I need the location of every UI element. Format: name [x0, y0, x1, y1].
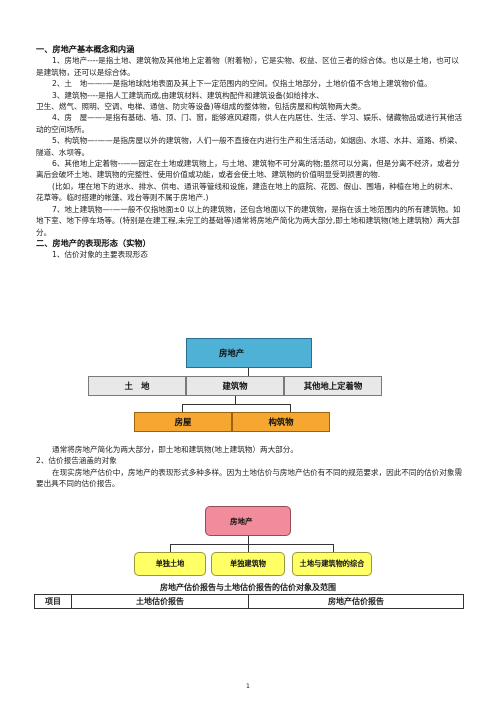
- paragraph: 1、房地产----是指土地、建筑物及其他地上定着物（附着物），它是实物、权益、区…: [36, 56, 459, 77]
- connector: [248, 544, 249, 552]
- connector: [248, 536, 249, 544]
- node-structure: 构筑物: [232, 412, 330, 432]
- connector: [333, 544, 334, 552]
- paragraph: 在现实房地产估价中，房地产的表现形式多种多样。因为土地估价与房地产估价有不同的规…: [36, 467, 463, 489]
- node-building: 建筑物: [186, 376, 284, 396]
- connector: [170, 544, 171, 552]
- node-land: 土 地: [88, 376, 186, 396]
- paragraph: 3、建筑物----是指人工建筑而成,由建筑材料、建筑构配件和建筑设备(如给排水、: [52, 90, 324, 100]
- paragraph: 通常将房地产简化为两大部分，即土地和建筑物(地上建筑物）两大部分。: [52, 445, 298, 454]
- section-2-body: 通常将房地产简化为两大部分，即土地和建筑物(地上建筑物）两大部分。 2、估价报告…: [36, 444, 464, 490]
- node-land-only: 单独土地: [134, 552, 206, 576]
- paragraph: 2、土 地——-—是指地球陆地表面及其上下一定范围内的空间。仅指土地部分，土地价…: [52, 79, 432, 89]
- report-scope-table: 项目 土地估价报告 房地产估价报告: [34, 594, 464, 609]
- paragraph: 7、地上建筑物—-—一般不仅指地面±0 以上的建筑物，还包含地面以下的建筑物，是…: [36, 204, 461, 237]
- paragraph: 卫生、燃气、照明、空调、电梯、通信、防灾等设备)等组成的整体物，包括房屋和构筑物…: [36, 102, 366, 112]
- section-1-heading: 一、房地产基本概念和内涵: [36, 44, 135, 54]
- connector: [182, 404, 290, 405]
- paragraph: 4、房 屋——-是指有基础、墙、顶、门、窗，能够遮风避雨，供人在内居住、生活、学…: [36, 113, 463, 134]
- paragraph: (比如，埋在地下的进水、排水、供电、通讯等管线和设施，建造在地上的庭院、花园、假…: [36, 181, 458, 203]
- paragraph: 5、构筑物—-——是指房屋以外的建筑物，人们一般不直接在内进行生产和生活活动，如…: [36, 136, 463, 157]
- node-root: 房地产: [205, 506, 291, 536]
- page-number: 1: [245, 682, 251, 690]
- node-house: 房屋: [134, 412, 232, 432]
- column-header: 房地产估价报告: [248, 594, 464, 609]
- connector: [170, 544, 334, 545]
- connector: [248, 368, 249, 376]
- node-land-and-building: 土地与建筑物的综合: [292, 552, 372, 576]
- column-header: 土地估价报告: [71, 594, 249, 609]
- table-header-row: 项目 土地估价报告 房地产估价报告: [34, 594, 464, 609]
- section-2-heading: 二、房地产的表现形态（实物）: [36, 237, 151, 248]
- subheading: 2、估价报告涵盖的对象: [36, 456, 117, 466]
- subheading: 1、估价对象的主要表现形态: [52, 250, 148, 260]
- node-other-fixtures: 其他地上定着物: [284, 376, 382, 396]
- node-root: 房地产: [186, 338, 312, 368]
- section-1: 一、房地产基本概念和内涵 1、房地产----是指土地、建筑物及其他地上定着物（附…: [36, 44, 464, 261]
- connector: [290, 404, 291, 412]
- connector: [235, 396, 236, 404]
- table-caption: 房地产估价报告与土地估价报告的估价对象及范围: [160, 583, 336, 592]
- column-header: 项目: [34, 594, 72, 609]
- node-building-only: 单独建筑物: [211, 552, 285, 576]
- connector: [182, 404, 183, 412]
- paragraph: 6、其他地上定着物--——固定在土地或建筑物上，与土地、建筑物不可分离的物;虽然…: [36, 159, 460, 180]
